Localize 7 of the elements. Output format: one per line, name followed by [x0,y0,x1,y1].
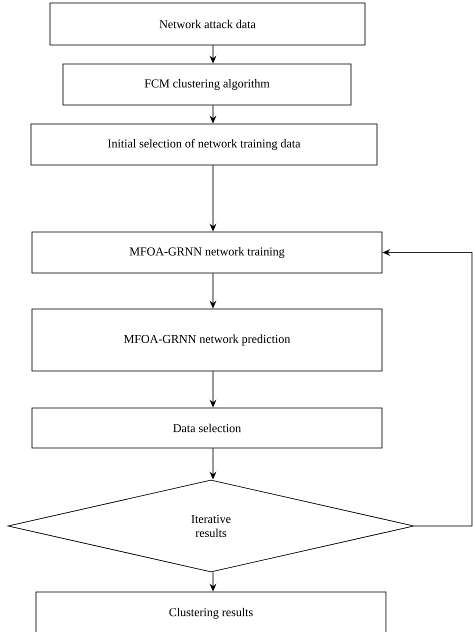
process-box: Initial selection of network training data [30,124,378,166]
process-box: MFOA-GRNN network training [32,232,382,274]
process-box: Network attack data [50,2,366,46]
process-box: Data selection [32,408,382,448]
process-box: Clustering results [36,592,386,632]
process-box: MFOA-GRNN network prediction [32,308,382,372]
process-box: FCM clustering algorithm [62,64,352,106]
